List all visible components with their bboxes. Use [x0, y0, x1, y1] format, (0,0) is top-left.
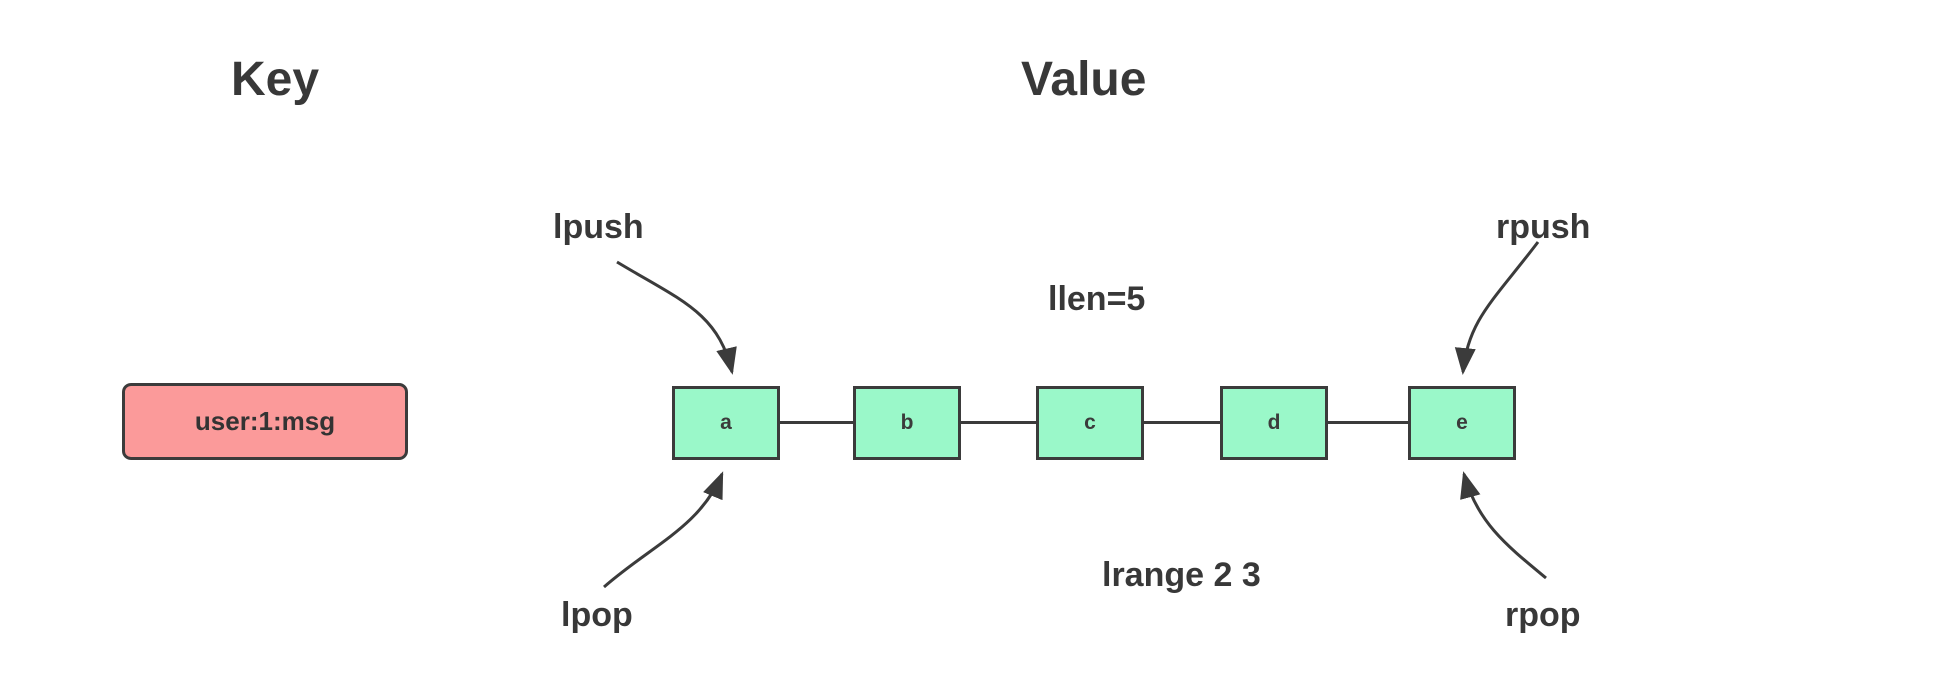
lrange-annotation: lrange 2 3	[1102, 556, 1261, 594]
value-column-title: Value	[1021, 53, 1147, 106]
node-label: d	[1267, 411, 1281, 434]
key-box-label: user:1:msg	[194, 406, 336, 436]
rpop-label: rpop	[1505, 596, 1581, 634]
lpush-arrow	[616, 260, 737, 375]
node-label: c	[1084, 411, 1096, 434]
node-label: e	[1456, 411, 1468, 434]
llen-annotation: llen=5	[1048, 280, 1146, 318]
node-label: b	[900, 411, 914, 434]
list-node-e: e	[1408, 386, 1516, 460]
lpop-arrow	[603, 471, 724, 589]
lpush-label: lpush	[553, 208, 644, 246]
rpush-label: rpush	[1496, 208, 1591, 246]
key-box: user:1:msg	[122, 383, 408, 460]
list-node-b: b	[853, 386, 961, 460]
list-node-a: a	[672, 386, 780, 460]
list-node-d: d	[1220, 386, 1328, 460]
rpush-arrow	[1454, 241, 1540, 375]
list-node-c: c	[1036, 386, 1144, 460]
node-label: a	[720, 411, 732, 434]
lpop-label: lpop	[561, 596, 633, 634]
key-column-title: Key	[231, 53, 320, 106]
rpop-arrow	[1460, 471, 1547, 580]
